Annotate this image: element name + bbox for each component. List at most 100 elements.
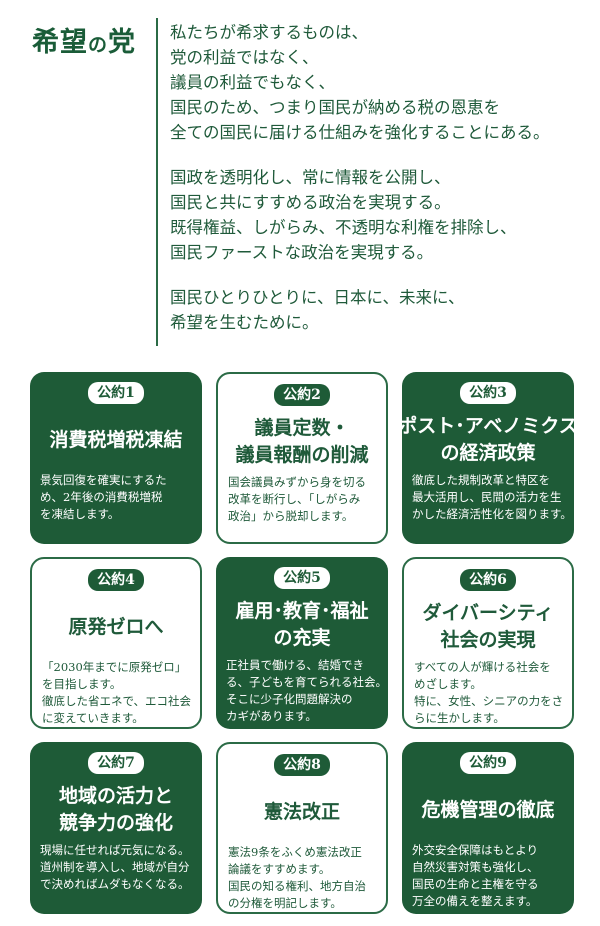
pledge-title-line: 社会の実現 [440,629,536,651]
pledge-description-line: 改革を断行し、「しがらみ [228,492,361,506]
pledge-description-line: を目指します。 [42,677,122,691]
pledge-card: 公約4 原発ゼロへ「2030年までに原発ゼロ」を目指します。徹底した省エネで、エコ… [30,557,202,729]
pledge-description-line: 国民の知る権利、地方自治 [228,879,366,893]
pledge-description-line: らに生かします。 [414,711,505,725]
pledge-description-line: 最大活用し、民間の活力を生 [412,490,562,504]
pledge-description-line: すべての人が輝ける社会を [414,660,551,674]
pledge-description-line: 憲法9条をふくめ憲法改正 [228,845,362,859]
pledge-badge: 公約7 [88,752,144,774]
statement: 私たちが希求するものは、党の利益ではなく、議員の利益でもなく、国民のため、つまり… [170,20,590,335]
statement-line: 党の利益ではなく、 [170,48,319,67]
statement-line: 希望を生むために。 [170,313,319,332]
party-name-part: の [88,34,109,56]
pledge-description: 憲法9条をふくめ憲法改正論議をすすめます。国民の知る権利、地方自治の分権を明記し… [228,844,376,912]
pledge-badge: 公約6 [460,569,516,591]
statement-paragraph: 国政を透明化し、常に情報を公開し、国民と共にすすめる政治を実現する。既得権益、し… [170,165,590,265]
pledge-description-line: 国民の生命と主権を守る [412,877,539,891]
pledge-title-line: 議員定数・ [254,417,350,439]
pledge-description: 「2030年までに原発ゼロ」を目指します。徹底した省エネで、エコ社会に変えていき… [42,659,192,727]
pledge-badge: 公約1 [88,382,144,404]
pledge-description: 外交安全保障はもとより自然災害対策も強化し、国民の生命と主権を守る万全の備えを整… [412,842,564,910]
pledge-description-line: 自然災害対策も強化し、 [412,860,539,874]
pledge-badge: 公約5 [274,567,330,589]
pledge-description-line: 徹底した規制改革と特区を [412,473,550,487]
pledge-description-line: 論議をすすめます。 [228,862,331,876]
statement-line: 私たちが希求するものは、 [170,23,368,42]
pledge-title: 地域の活力と競争力の強化 [40,778,192,842]
pledge-title-line: 消費税増税凍結 [49,428,183,451]
pledge-badge: 公約4 [88,569,144,591]
pledge-title-line: ポスト･アベノミクス [398,415,578,437]
pledge-card: 公約1 消費税増税凍結景気回復を確実にするため、2年後の消費税増税を凍結します。 [30,372,202,544]
statement-line: 国民と共にすすめる政治を実現する。 [170,193,451,212]
statement-paragraph: 国民ひとりひとりに、日本に、未来に、希望を生むために。 [170,285,590,335]
pledge-title: ダイバーシティ社会の実現 [414,595,562,659]
pledge-title: ポスト･アベノミクスの経済政策 [398,408,578,472]
pledge-title: 消費税増税凍結 [40,408,192,472]
pledge-title: 原発ゼロへ [42,595,190,659]
pledge-title: 危機管理の徹底 [412,778,564,842]
pledge-description-line: 国会議員みずから身を切る [228,475,366,489]
pledge-title-line: 競争力の強化 [58,812,173,834]
pledge-card: 公約2 議員定数・議員報酬の削減国会議員みずから身を切る改革を断行し、「しがらみ政… [216,372,388,544]
pledge-description-line: カギがあります。 [226,709,317,723]
pledge-description: 景気回復を確実にするため、2年後の消費税増税を凍結します。 [40,472,192,523]
pledge-description-line: めざします。 [414,677,482,691]
pledge-title-line: ダイバーシティ [422,602,554,624]
pledge-title: 憲法改正 [228,780,376,844]
pledge-description-line: で決めればムダもなくなる。 [40,877,190,891]
statement-line: 国民ファーストな政治を実現する。 [170,243,434,262]
header: 希望の党 私たちが希求するものは、党の利益ではなく、議員の利益でもなく、国民のた… [0,0,600,350]
pledge-description-line: 道州制を導入し、地域が自分 [40,860,190,874]
pledge-description: すべての人が輝ける社会をめざします。特に、女性、シニアの力をさらに生かします。 [414,659,564,727]
pledge-description: 徹底した規制改革と特区を最大活用し、民間の活力を生かした経済活性化を図ります。 [412,472,572,523]
pledge-title-line: 原発ゼロへ [68,615,164,638]
pledge-title-line: 地域の活力と [58,785,173,807]
pledge-description-line: に変えていきます。 [42,711,144,725]
pledge-description-line: を凍結します。 [40,507,120,521]
pledge-description-line: 景気回復を確実にするた [40,473,167,487]
pledge-title: 議員定数・議員報酬の削減 [228,410,376,474]
pledge-description-line: 徹底した省エネで、エコ社会 [42,694,192,708]
pledge-title-line: 雇用･教育･福祉 [235,600,369,622]
party-name-part: 希望 [32,27,88,58]
pledge-description-line: 現場に任せれば元気になる。 [40,843,190,857]
statement-paragraph: 私たちが希求するものは、党の利益ではなく、議員の利益でもなく、国民のため、つまり… [170,20,590,145]
pledge-description-line: 万全の備えを整えます。 [412,894,538,908]
party-name-part: 党 [108,27,137,58]
pledge-description-line: かした経済活性化を図ります。 [412,507,572,521]
party-name: 希望の党 [32,20,136,59]
pledge-title-line: の経済政策 [440,442,536,464]
statement-line: 既得権益、しがらみ、不透明な利権を排除し、 [170,218,517,237]
pledge-description: 正社員で働ける、結婚できる、子どもを育てられる社会。そこに少子化問題解決のカギが… [226,657,387,725]
pledge-description-line: 特に、女性、シニアの力をさ [414,694,564,708]
pledge-title-line: 危機管理の徹底 [421,798,555,821]
pledge-description-line: の分権を明記します。 [228,896,342,910]
pledge-description-line: め、2年後の消費税増税 [40,490,163,504]
pledge-badge: 公約2 [274,384,330,406]
pledge-card: 公約9 危機管理の徹底外交安全保障はもとより自然災害対策も強化し、国民の生命と主権… [402,742,574,914]
pledge-description: 国会議員みずから身を切る改革を断行し、「しがらみ政治」から脱却します。 [228,474,376,525]
pledge-title-line: の充実 [273,627,331,649]
pledge-title-line: 議員報酬の削減 [235,444,369,466]
pledge-description-line: 政治」から脱却します。 [228,509,354,523]
statement-line: 国民のため、つまり国民が納める税の恩恵を [170,98,500,117]
vertical-divider [156,18,158,346]
pledge-description: 現場に任せれば元気になる。道州制を導入し、地域が自分で決めればムダもなくなる。 [40,842,192,893]
statement-line: 国民ひとりひとりに、日本に、未来に、 [170,288,465,307]
pledge-title-line: 憲法改正 [263,800,340,823]
pledge-description-line: そこに少子化問題解決の [226,692,353,706]
statement-line: 全ての国民に届ける仕組みを強化することにある。 [170,123,550,142]
statement-line: 議員の利益でもなく、 [170,73,335,92]
pledge-title: 雇用･教育･福祉の充実 [226,593,378,657]
pledge-badge: 公約9 [460,752,516,774]
statement-line: 国政を透明化し、常に情報を公開し、 [170,168,451,187]
pledge-description-line: る、子どもを育てられる社会。 [226,675,387,689]
pledge-description-line: 「2030年までに原発ゼロ」 [42,660,187,674]
